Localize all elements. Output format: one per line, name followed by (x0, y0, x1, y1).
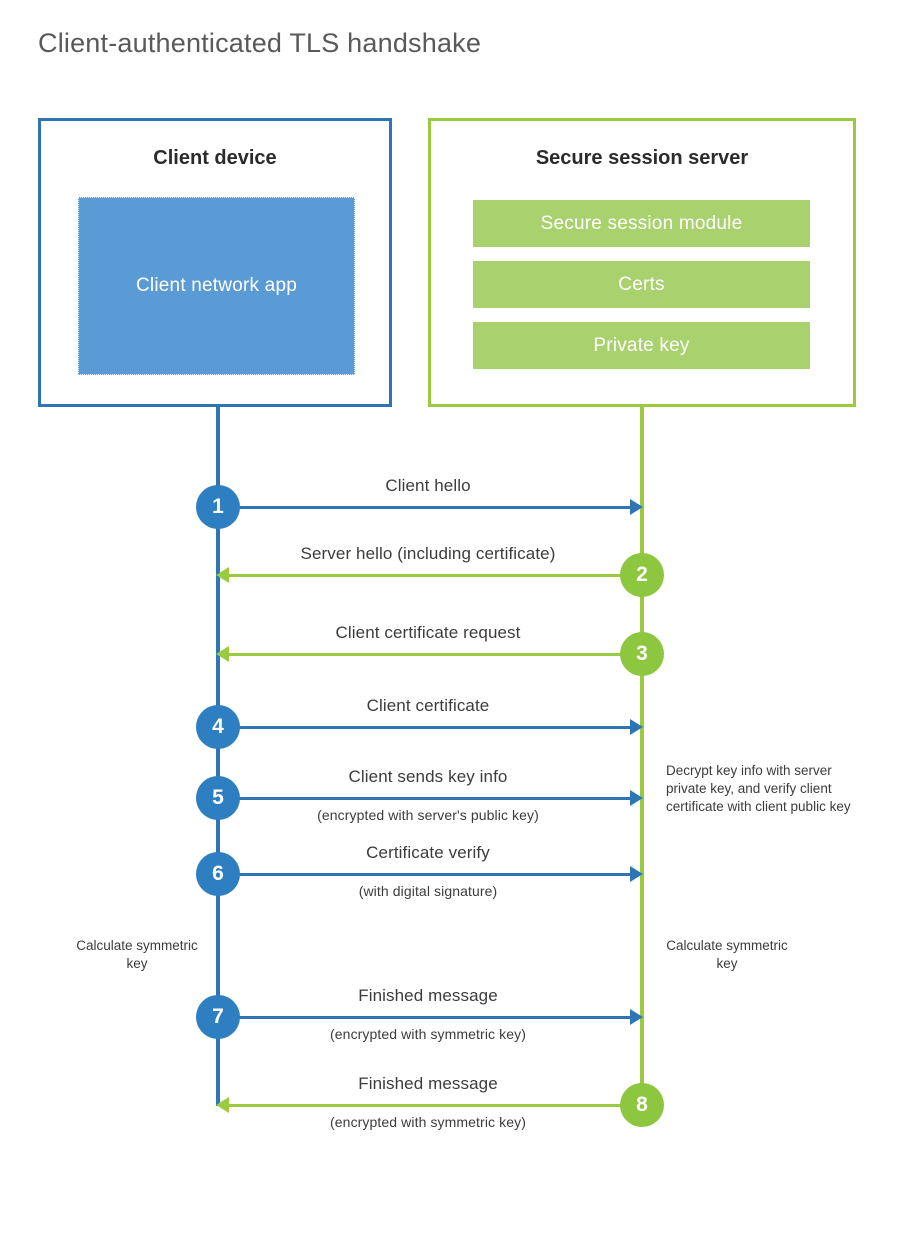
arrow-head-2 (216, 567, 229, 583)
arrow-line-8 (222, 1104, 640, 1107)
arrow-line-5 (218, 797, 634, 800)
server-components-list: Secure session module Certs Private key (473, 200, 810, 383)
arrow-line-2 (222, 574, 640, 577)
annotation-server-decrypt: Decrypt key info with server private key… (666, 763, 851, 815)
secure-session-server-title: Secure session server (535, 147, 749, 169)
client-lifeline (216, 406, 220, 1106)
server-component-private-key: Private key (473, 322, 810, 369)
client-device-title: Client device (153, 147, 277, 169)
message-label-5: Client sends key info (348, 767, 508, 786)
arrow-line-1 (218, 506, 634, 509)
server-component-certs: Certs (473, 261, 810, 308)
message-label-7: Finished message (358, 986, 498, 1005)
arrow-head-1 (630, 499, 643, 515)
message-sublabel-6: (with digital signature) (358, 883, 498, 899)
server-lifeline (640, 406, 644, 1106)
annotation-server-calculate-symmetric-key: Calculate symmetric key (666, 938, 788, 972)
message-label-3: Client certificate request (335, 623, 521, 642)
message-label-1: Client hello (385, 476, 471, 495)
secure-session-server-box: Secure session server Secure session mod… (428, 118, 856, 407)
arrow-line-6 (218, 873, 634, 876)
message-sublabel-8: (encrypted with symmetric key) (330, 1114, 526, 1130)
message-label-8: Finished message (358, 1074, 498, 1093)
step-badge-2[interactable]: 2 (620, 553, 664, 597)
message-label-2: Server hello (including certificate) (300, 544, 556, 563)
step-badge-8[interactable]: 8 (620, 1083, 664, 1127)
step-badge-7[interactable]: 7 (196, 995, 240, 1039)
step-badge-4[interactable]: 4 (196, 705, 240, 749)
page-title: Client-authenticated TLS handshake (38, 28, 482, 58)
server-component-secure-session-module: Secure session module (473, 200, 810, 247)
message-label-6: Certificate verify (366, 843, 490, 862)
client-device-box: Client device Client network app (38, 118, 392, 407)
step-badge-6[interactable]: 6 (196, 852, 240, 896)
step-badge-5[interactable]: 5 (196, 776, 240, 820)
step-badge-3[interactable]: 3 (620, 632, 664, 676)
message-sublabel-5: (encrypted with server's public key) (317, 807, 539, 823)
arrow-head-6 (630, 866, 643, 882)
annotation-client-calculate-symmetric-key: Calculate symmetric key (76, 938, 198, 972)
arrow-head-3 (216, 646, 229, 662)
client-network-app-block: Client network app (78, 197, 355, 375)
arrow-head-8 (216, 1097, 229, 1113)
step-badge-1[interactable]: 1 (196, 485, 240, 529)
arrow-head-4 (630, 719, 643, 735)
arrow-line-4 (218, 726, 634, 729)
arrow-head-7 (630, 1009, 643, 1025)
arrow-head-5 (630, 790, 643, 806)
arrow-line-3 (222, 653, 640, 656)
arrow-line-7 (218, 1016, 634, 1019)
message-label-4: Client certificate (366, 696, 490, 715)
message-sublabel-7: (encrypted with symmetric key) (330, 1026, 526, 1042)
